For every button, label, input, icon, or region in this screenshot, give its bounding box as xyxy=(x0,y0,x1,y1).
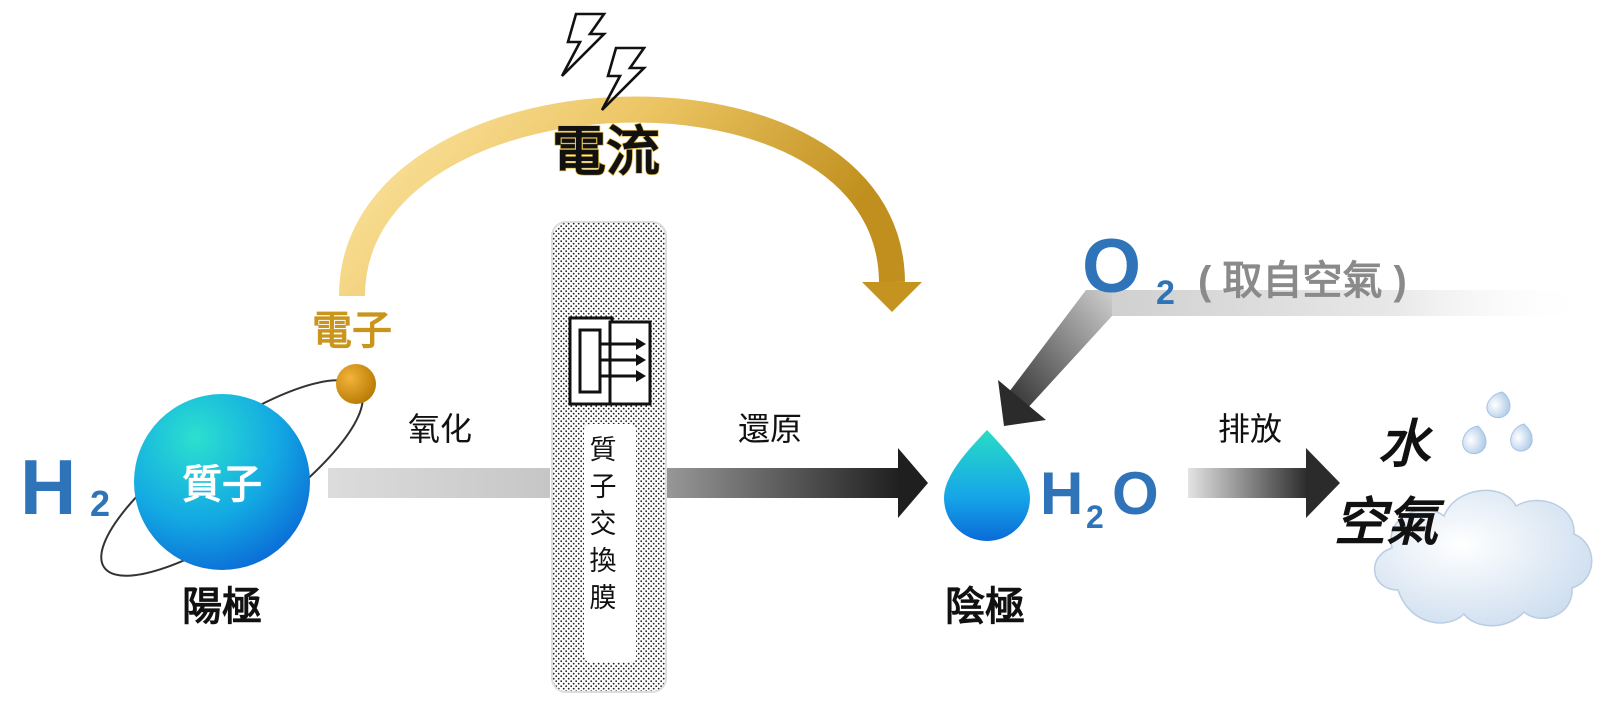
membrane-icon xyxy=(568,316,652,406)
reduction-label: 還原 xyxy=(738,411,802,447)
reduction-arrow xyxy=(662,448,928,518)
cathode-label: 陰極 xyxy=(945,585,1025,629)
proton-exchange-membrane xyxy=(551,221,667,693)
membrane-char: 膜 xyxy=(589,583,617,614)
membrane-char: 子 xyxy=(589,472,617,503)
membrane-char: 換 xyxy=(589,546,617,577)
hydrogen-subscript: 2 xyxy=(90,483,110,524)
oxygen-intake-arrow xyxy=(998,290,1590,426)
oxidation-label: 氧化 xyxy=(408,411,472,447)
oxygen-symbol: O xyxy=(1082,224,1141,309)
output-water: 水 xyxy=(1378,416,1434,474)
proton-sphere xyxy=(134,394,310,570)
release-label: 排放 xyxy=(1218,411,1282,447)
anode-label: 陽極 xyxy=(182,585,262,629)
water-subscript: 2 xyxy=(1086,499,1104,535)
water-symbol-h: H xyxy=(1040,460,1083,527)
membrane-label: 質 子 交 換 膜 xyxy=(585,432,621,617)
membrane-label-panel xyxy=(584,424,636,662)
lightning-icon xyxy=(560,12,648,111)
water-formula: H 2 O xyxy=(1040,460,1159,535)
hydrogen-symbol: H xyxy=(20,443,76,531)
air-source-label: ( 取自空氣 ) xyxy=(1198,259,1407,303)
current-arc-arrow xyxy=(339,96,922,312)
water-symbol-o: O xyxy=(1112,460,1159,527)
oxygen-subscript: 2 xyxy=(1156,274,1175,312)
output-air: 空氣 xyxy=(1334,494,1445,552)
membrane-char: 交 xyxy=(589,509,617,540)
oxygen-formula: O 2 xyxy=(1082,224,1175,312)
electron-sphere xyxy=(336,364,376,404)
anode-atom xyxy=(100,364,376,577)
droplets-icon xyxy=(1462,391,1533,455)
electron-label: 電子 xyxy=(312,309,392,353)
proton-label: 質子 xyxy=(182,463,262,507)
membrane-char: 質 xyxy=(589,435,617,466)
cloud-icon xyxy=(1374,489,1593,627)
current-label: 電流 xyxy=(552,122,660,182)
oxidation-arrow xyxy=(328,468,550,498)
hydrogen-formula: H 2 xyxy=(20,443,110,531)
release-arrow xyxy=(1188,448,1340,518)
water-drop-icon xyxy=(944,430,1030,541)
